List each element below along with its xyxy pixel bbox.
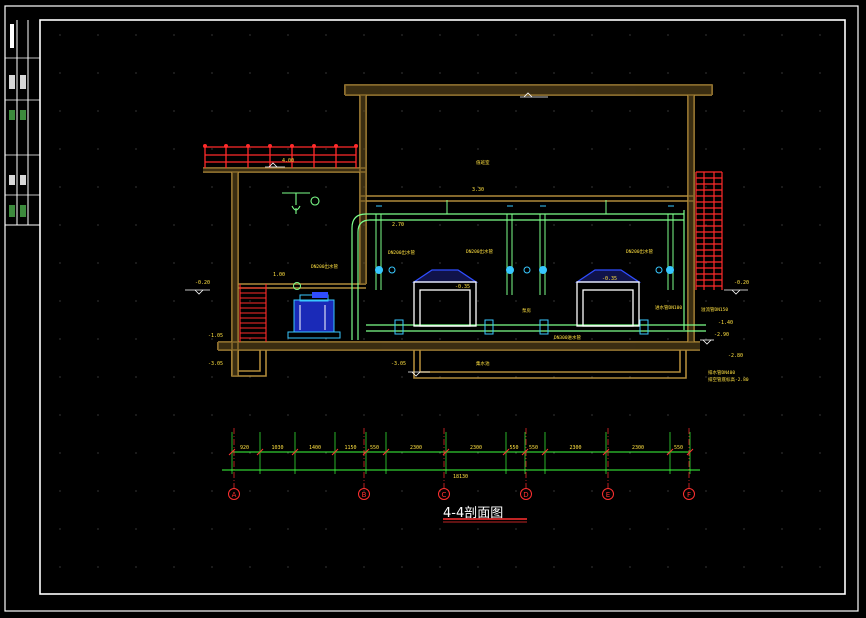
- axis-label: E: [606, 491, 610, 499]
- elev-right-2: -2.90: [714, 332, 729, 338]
- pump-motor-assembly: [287, 282, 341, 339]
- elev-right-3: -2.80: [728, 353, 743, 359]
- elev-left-floor: -1.05: [208, 333, 223, 339]
- main-pipe-lower: [366, 324, 706, 332]
- elev-tank-b: -0.35: [602, 276, 617, 282]
- label-pipe-note-3: DN200出水管: [466, 248, 494, 255]
- collection-pit: [413, 350, 687, 379]
- dimension-segment: 1150: [345, 445, 357, 451]
- dimension-segment: 1400: [309, 445, 321, 451]
- elev-mid-pit: -3.05: [391, 361, 406, 367]
- dimension-segment: 550: [370, 445, 379, 451]
- axis-bubble: [438, 488, 450, 500]
- dimension-segment: 1030: [272, 445, 284, 451]
- elev-top-deck: 4.00: [282, 158, 294, 164]
- elev-left-pit: -3.05: [208, 361, 223, 367]
- external-ladder-right: [695, 171, 723, 290]
- label-room-pump: 泵房: [522, 307, 531, 314]
- label-main-pipe-note: DN300进水管: [554, 334, 582, 341]
- label-overflow-note-1: 溢流管DN150: [701, 306, 728, 313]
- pipe-valves: [375, 266, 674, 335]
- axis-label: D: [523, 491, 528, 499]
- dimension-segment: 2300: [632, 445, 644, 451]
- elev-right-ground: -0.20: [734, 280, 749, 286]
- dimension-chain: 920 1030 1400 1150 550 2300 2300 550 550 2300 2300…: [222, 432, 700, 480]
- axis-bubble: [358, 488, 370, 500]
- dimension-segment: 920: [240, 445, 249, 451]
- vertical-risers: [375, 200, 674, 295]
- label-pipe-note-2: DN200出水管: [388, 249, 416, 256]
- building-section: [203, 84, 713, 379]
- pump-enclosure-1: [411, 269, 479, 327]
- pump-enclosure-2: [574, 269, 642, 327]
- dimension-segment: 2300: [470, 445, 482, 451]
- axis-bubble: [683, 488, 695, 500]
- label-room-upper: 值班室: [476, 159, 490, 166]
- elev-mid-b: 1.00: [273, 272, 285, 278]
- label-pipe-note-4: DN200出水管: [626, 248, 654, 255]
- dimension-segment: 550: [529, 445, 538, 451]
- axis-bubble: [602, 488, 614, 500]
- sheet-outer-frame: [4, 5, 859, 612]
- elev-right-1: -1.40: [718, 320, 733, 326]
- axis-bubble: [228, 488, 240, 500]
- elevation-symbols: [185, 92, 748, 377]
- dimension-segment: 550: [674, 445, 683, 451]
- axis-label: C: [442, 491, 447, 499]
- elev-upper-floor: 3.30: [472, 187, 484, 193]
- title-block-strip: [5, 20, 40, 226]
- label-room-pit: 集水池: [476, 360, 490, 367]
- dimension-total: 18130: [453, 474, 468, 480]
- dimension-segment: 550: [510, 445, 519, 451]
- elev-mid-a: 2.70: [392, 222, 404, 228]
- label-pipe-note-1: DN200出水管: [311, 263, 339, 270]
- railing-posts: [203, 144, 358, 148]
- elev-tank-a: -0.35: [455, 284, 470, 290]
- wall-hatching: [203, 85, 712, 376]
- axis-label: F: [687, 491, 691, 499]
- internal-stair-left: [239, 284, 267, 342]
- axis-bubble: [520, 488, 532, 500]
- dimension-segment: 2300: [570, 445, 582, 451]
- dimension-segment: 2300: [410, 445, 422, 451]
- roof-railing-left: [204, 146, 357, 168]
- label-overflow-note-2: 排水管DN400: [708, 369, 735, 376]
- drawing-title: 4-4剖面图: [443, 506, 503, 521]
- grid-axes: A B C D E F: [228, 428, 695, 500]
- axis-label: A: [232, 491, 237, 499]
- background-grid: [59, 34, 821, 568]
- axis-label: B: [362, 491, 367, 499]
- sheet-inner-frame: [39, 19, 846, 595]
- label-drain-note: 排空管底标高-2.80: [708, 376, 749, 383]
- hoist-symbol: [282, 192, 320, 214]
- main-pipe-upper: [351, 210, 685, 340]
- elev-left-ground: -0.20: [195, 280, 210, 286]
- label-inlet-note: 进水管DN100: [655, 304, 682, 311]
